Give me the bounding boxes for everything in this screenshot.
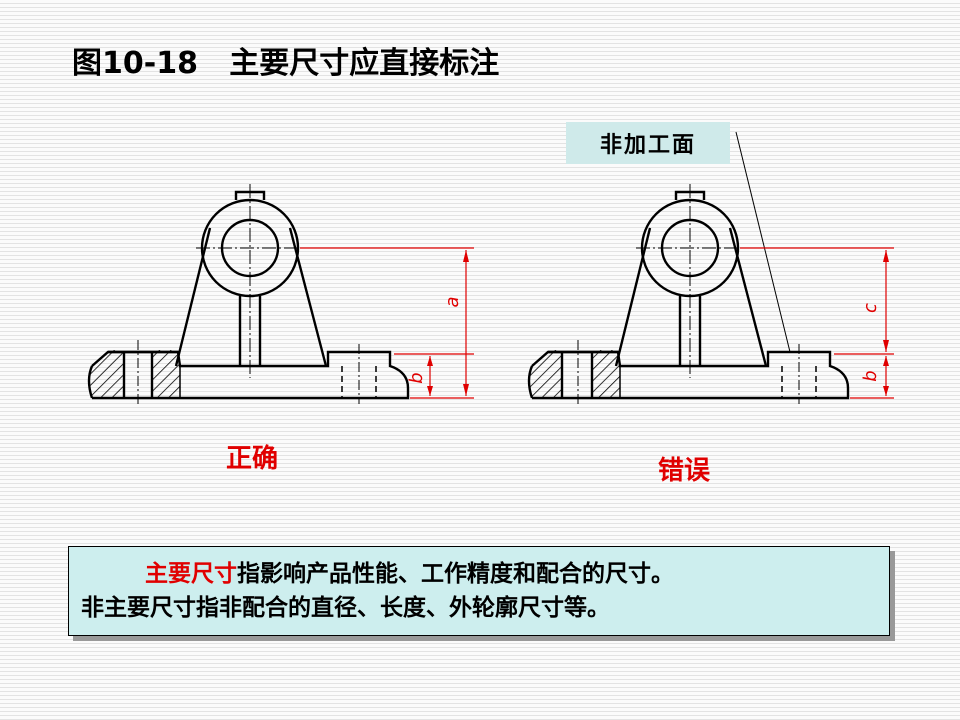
dim-label-left-b: b [406, 372, 427, 383]
dim-label-right-c: c [860, 303, 881, 313]
slide-title: 图10-18 主要尺寸应直接标注 [72, 46, 500, 81]
bearing-drawing-correct [87, 184, 410, 404]
callout-non-machined-surface: 非加工面 [566, 122, 730, 164]
note-line-1: 主要尺寸指影响产品性能、工作精度和配合的尺寸。 [81, 557, 877, 591]
verdict-correct: 正确 [226, 444, 279, 474]
dim-label-left-a: a [442, 296, 463, 307]
note-highlight: 主要尺寸 [145, 560, 237, 587]
bearing-drawing-wrong [527, 184, 850, 404]
dim-label-right-b: b [860, 370, 881, 381]
note-line-1-rest: 指影响产品性能、工作精度和配合的尺寸。 [237, 560, 674, 587]
definition-note: 主要尺寸指影响产品性能、工作精度和配合的尺寸。 非主要尺寸指非配合的直径、长度、… [68, 546, 890, 636]
note-line-2: 非主要尺寸指非配合的直径、长度、外轮廓尺寸等。 [81, 594, 610, 621]
verdict-wrong: 错误 [658, 456, 711, 486]
dimensions-wrong [740, 247, 894, 399]
callout-leader-line [735, 131, 791, 353]
dimensions-correct [300, 247, 474, 399]
